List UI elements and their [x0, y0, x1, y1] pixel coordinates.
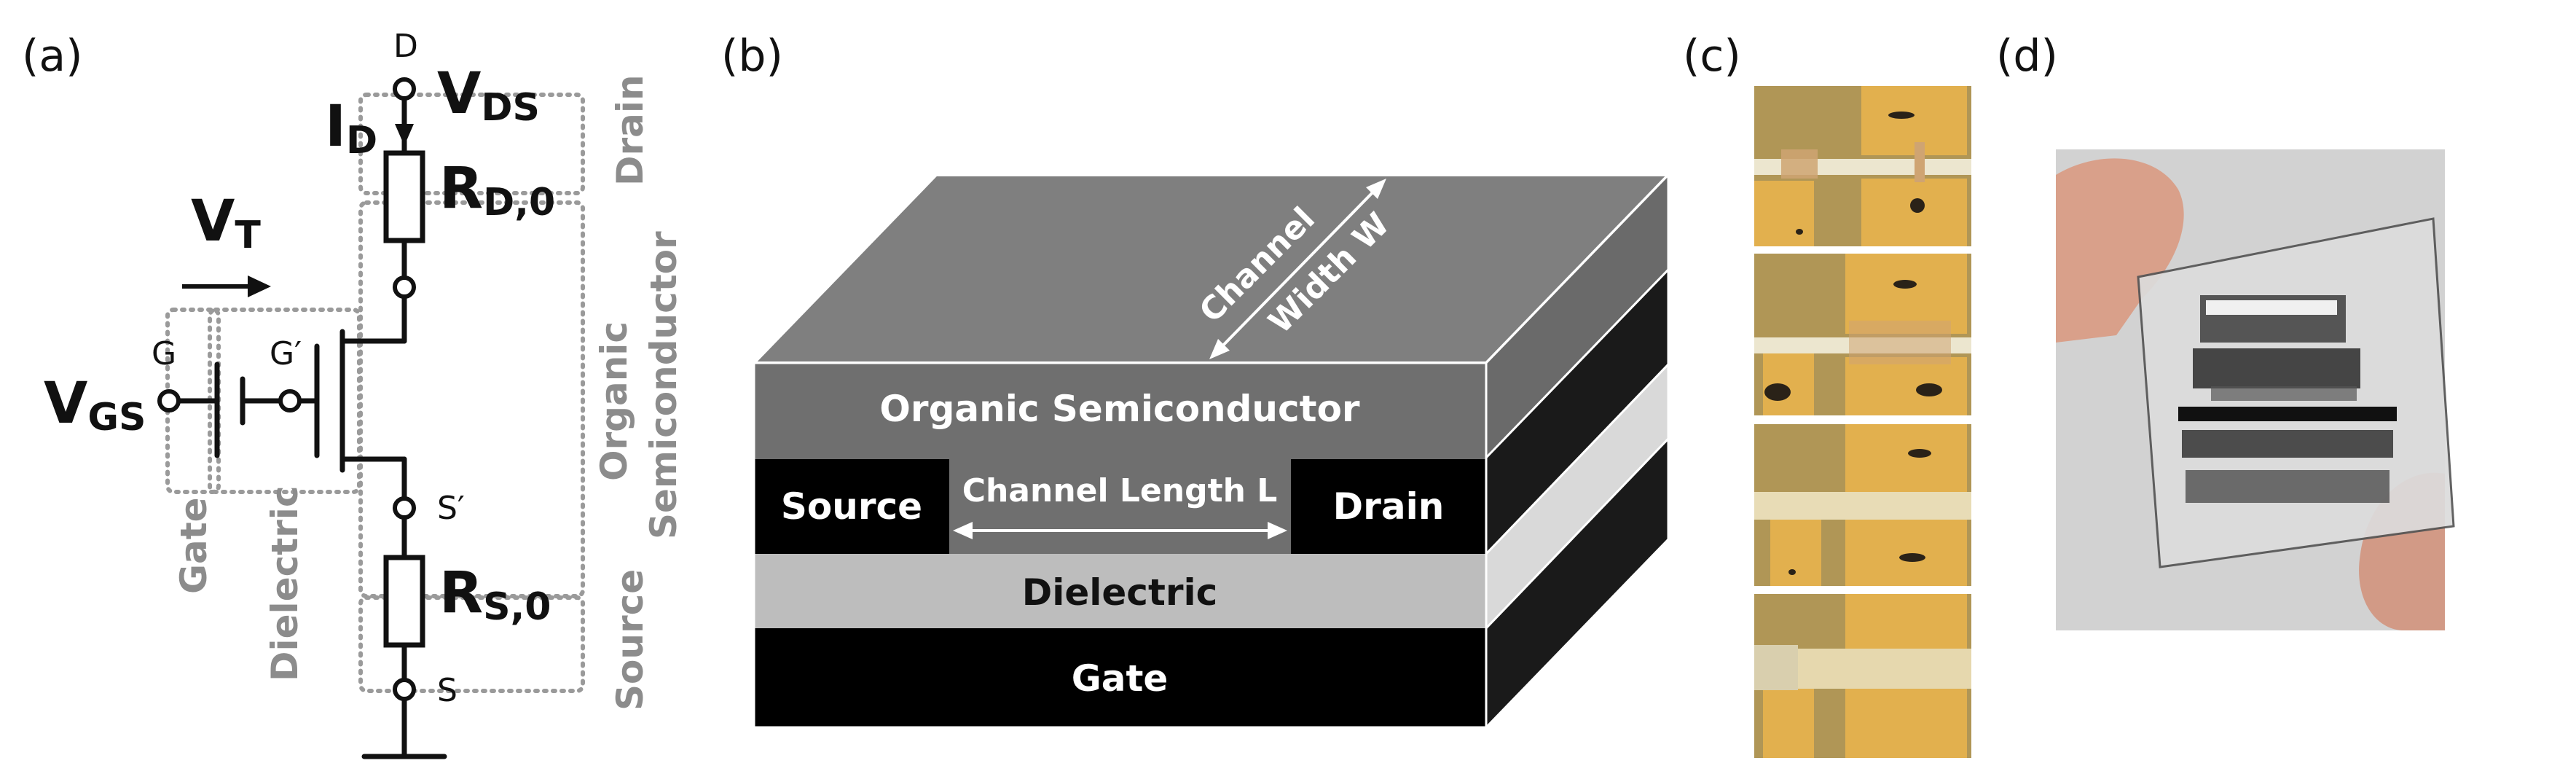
micrograph-3	[1754, 424, 1971, 586]
channel-length-arrow-right	[1268, 522, 1287, 539]
panel-d-photo: (d)	[1996, 31, 2455, 630]
region-semiconductor-label-1: Organic	[593, 321, 635, 481]
channel-length-arrow-left	[953, 522, 973, 539]
vds-label: VDS	[437, 61, 540, 130]
resistor-rd	[383, 150, 425, 243]
micrograph-4	[1754, 594, 1971, 758]
node-d-label: D	[393, 28, 418, 65]
vt-arrow-head	[248, 275, 271, 297]
id-label: ID	[325, 94, 377, 163]
region-source-label: Source	[609, 569, 651, 711]
finger-top-left	[2056, 158, 2184, 343]
channel-width-arrow-bottom	[1209, 339, 1230, 359]
resistor-rs	[383, 555, 425, 648]
panel-label-b: (b)	[721, 31, 783, 82]
channel-width-arrow-shaft	[1214, 183, 1382, 355]
label-dielectric: Dielectric	[1022, 571, 1218, 614]
node-g-label: G	[152, 335, 176, 372]
front-semiconductor	[754, 363, 1486, 459]
panel-label-d: (d)	[1996, 31, 2058, 82]
vt-label: VT	[191, 189, 261, 257]
panel-b-device: (b) Organic Semiconductor Source Drain C…	[721, 31, 1672, 730]
label-channel-length: Channel Length L	[962, 472, 1278, 509]
node-gprime-label: G′	[270, 335, 302, 372]
panel-label-a: (a)	[22, 31, 83, 82]
micrograph-1	[1754, 86, 1971, 246]
label-gate: Gate	[1072, 657, 1169, 700]
rd-label: RD,0	[439, 156, 555, 224]
node-sprime-circle	[393, 496, 416, 520]
region-semiconductor-label-2: Semiconductor	[643, 231, 685, 539]
front-outline	[753, 361, 1488, 729]
vgs-label: VGS	[44, 371, 146, 439]
device-pattern	[2178, 295, 2397, 503]
panel-a-circuit: (a) Drain Organic Semiconductor Source G…	[22, 28, 685, 759]
panel-label-c: (c)	[1683, 31, 1741, 82]
node-sprime-label: S′	[437, 490, 465, 527]
micrograph-2	[1754, 254, 1971, 415]
current-arrow-head	[395, 124, 414, 146]
label-source: Source	[781, 485, 922, 528]
source-region-box	[358, 595, 585, 693]
node-d-circle	[393, 77, 416, 101]
front-source-electrode	[754, 459, 949, 554]
drain-region-box	[358, 93, 585, 195]
front-drain-electrode	[1291, 459, 1486, 554]
node-s-circle	[393, 678, 416, 701]
front-gate	[754, 628, 1486, 727]
region-gate-label: Gate	[173, 497, 215, 594]
region-dielectric-label: Dielectric	[264, 485, 306, 681]
panel-c-micrographs: (c)	[1683, 31, 1971, 758]
node-g-circle	[157, 389, 181, 412]
node-s-label: S	[437, 672, 458, 709]
channel-width-arrow-top	[1366, 179, 1386, 199]
front-dielectric	[754, 554, 1486, 628]
rs-label: RS,0	[439, 560, 551, 629]
semiconductor-region-box	[358, 200, 585, 598]
label-organic-semiconductor: Organic Semiconductor	[879, 388, 1359, 430]
region-drain-label: Drain	[609, 74, 651, 186]
node-dprime-circle	[393, 275, 416, 299]
label-drain: Drain	[1333, 485, 1445, 528]
node-gprime-circle	[278, 389, 302, 412]
